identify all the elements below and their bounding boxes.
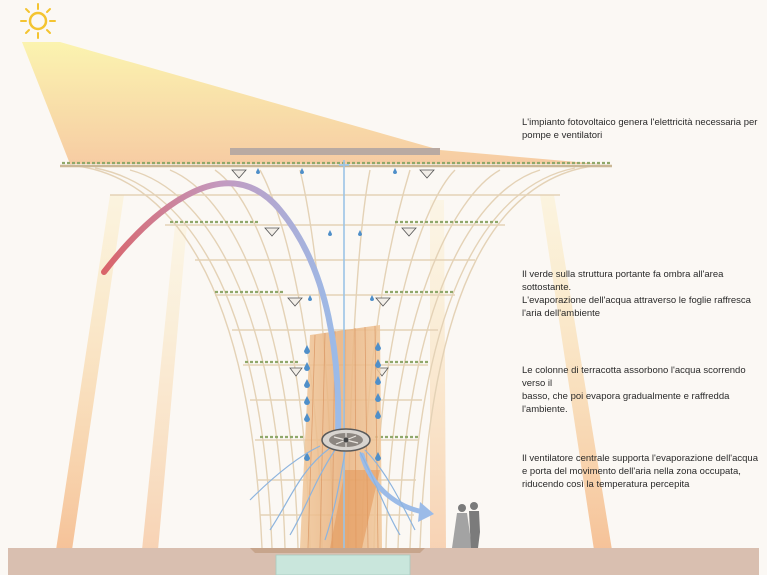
water-pipe [339, 160, 349, 548]
annotation-line: l'aria dell'ambiente [522, 308, 601, 319]
cool-air-flow [249, 445, 416, 541]
greenery [62, 161, 610, 439]
water-trays [231, 169, 435, 377]
annotation-line: basso, che poi evapora gradualmente e ra… [522, 391, 730, 415]
airflow-arrow-icon [418, 502, 434, 522]
annotation-line: riducendo così la temperatura percepita [522, 479, 690, 490]
annotation-line: pompe e ventilatori [522, 130, 603, 141]
annotation-line: L'impianto fotovoltaico genera l'elettri… [522, 117, 758, 128]
sun-icon [20, 3, 56, 39]
photovoltaic-panel [230, 148, 440, 155]
couple-silhouette [452, 502, 480, 548]
tower-structure [60, 164, 612, 549]
water-droplet-icon [256, 168, 397, 461]
annotation-line: e porta del movimento dell'aria nella zo… [522, 466, 741, 477]
airflow-arrow-icon [359, 452, 427, 515]
annotation-terracotta: Le colonne di terracotta assorbono l'acq… [522, 364, 762, 416]
airflow-arrow-icon [101, 180, 342, 438]
sunlight-beam [22, 42, 600, 164]
light-rays [56, 195, 612, 550]
fan-icon [321, 428, 371, 452]
annotation-photovoltaic: L'impianto fotovoltaico genera l'elettri… [522, 116, 762, 142]
tower-base [250, 548, 425, 553]
annotation-line: Il ventilatore centrale supporta l'evapo… [522, 453, 758, 464]
annotation-fan: Il ventilatore centrale supporta l'evapo… [522, 452, 762, 491]
annotation-greenery: Il verde sulla struttura portante fa omb… [522, 268, 762, 320]
annotation-line: L'evaporazione dell'acqua attraverso le … [522, 295, 751, 306]
annotation-line: Il verde sulla struttura portante fa omb… [522, 269, 724, 293]
water-pool [275, 554, 411, 575]
annotation-line: Le colonne di terracotta assorbono l'acq… [522, 365, 746, 389]
